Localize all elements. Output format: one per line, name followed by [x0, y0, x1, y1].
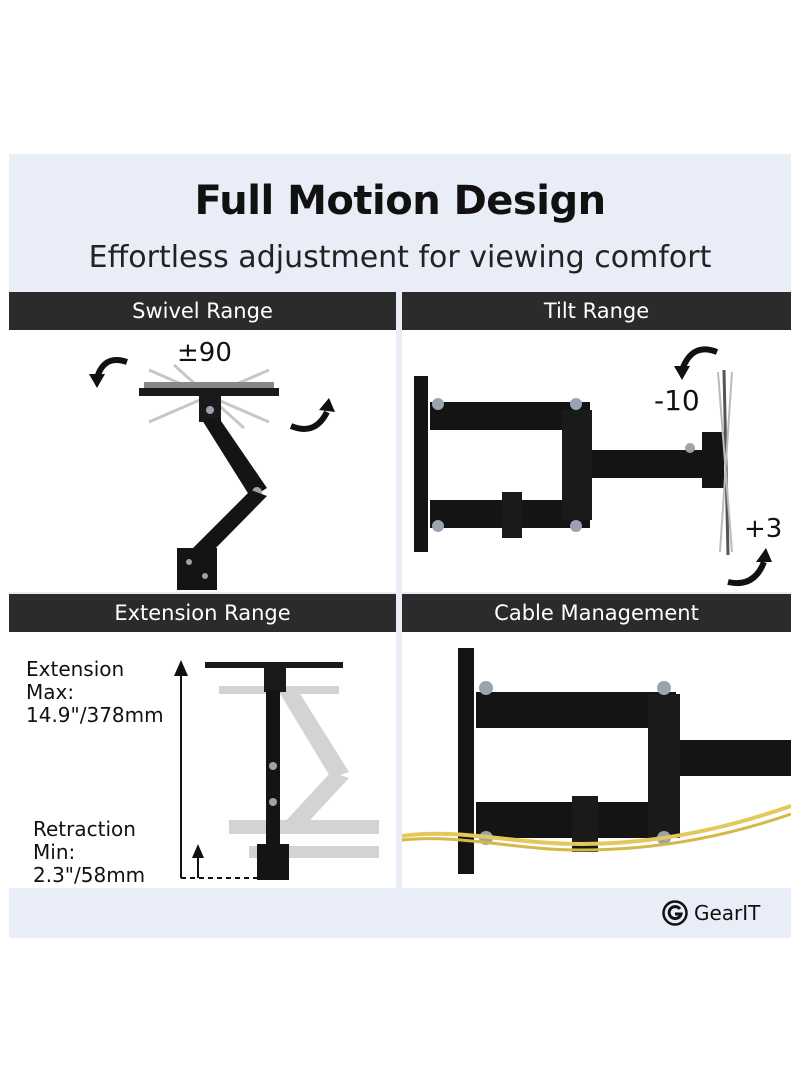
tilt-range-header: Tilt Range [402, 292, 791, 330]
cable-management-illustration [402, 648, 791, 874]
extension-mount-illustration [174, 660, 379, 880]
brand-name: GearIT [694, 901, 761, 925]
arrow-up-icon [174, 660, 188, 676]
tilt-mount-illustration [414, 346, 772, 586]
extension-range-panel: Extension Max: 14.9"/378mm Retraction Mi… [9, 632, 396, 888]
arrow-up-small-icon [192, 844, 204, 858]
page-title: Full Motion Design [194, 178, 606, 224]
swivel-mount-illustration [89, 357, 335, 590]
extension-range-header: Extension Range [9, 594, 396, 632]
tilt-down-icon [727, 560, 767, 586]
cable-management-panel [402, 632, 791, 888]
swivel-range-panel: ±90 [9, 330, 396, 592]
gearit-logo-icon [662, 900, 688, 926]
tilt-down-label: +3 [744, 514, 783, 544]
swivel-angle-label: ±90 [177, 338, 232, 368]
brand-logo: GearIT [662, 897, 760, 929]
tilt-range-panel: -10 +3 [402, 330, 791, 592]
rotate-right-icon [289, 410, 330, 432]
swivel-range-header: Swivel Range [9, 292, 396, 330]
retraction-min-text: Retraction Min: 2.3"/58mm [33, 817, 146, 887]
tilt-up-label: -10 [654, 384, 700, 417]
extension-max-text: Extension Max: 14.9"/378mm [26, 657, 164, 727]
cable-line [402, 804, 791, 847]
cable-management-header: Cable Management [402, 594, 791, 632]
tilt-up-icon [679, 346, 719, 372]
page-subtitle: Effortless adjustment for viewing comfor… [88, 240, 712, 275]
